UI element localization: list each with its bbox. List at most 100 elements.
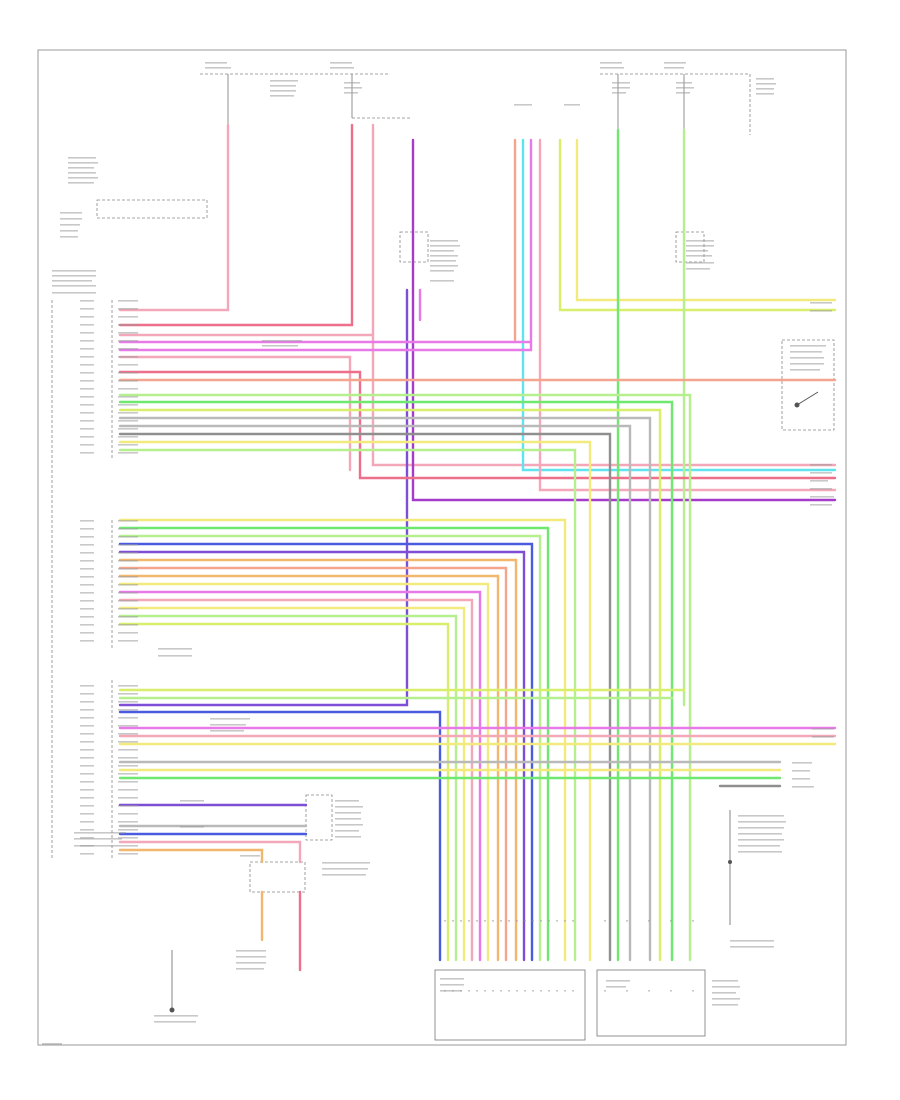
illegible-label xyxy=(80,332,94,334)
illegible-label xyxy=(548,920,550,922)
illegible-label xyxy=(792,762,812,764)
illegible-label xyxy=(730,940,774,942)
illegible-label xyxy=(430,250,454,252)
illegible-label xyxy=(686,268,710,270)
illegible-label xyxy=(738,851,782,853)
illegible-label xyxy=(68,172,96,174)
illegible-label xyxy=(118,757,138,759)
illegible-label xyxy=(80,829,94,831)
illegible-label xyxy=(52,275,96,277)
illegible-label xyxy=(60,236,78,238)
illegible-label xyxy=(80,709,94,711)
illegible-label xyxy=(210,724,246,726)
illegible-label xyxy=(118,829,138,831)
illegible-label xyxy=(738,821,786,823)
illegible-label xyxy=(80,837,94,839)
illegible-label xyxy=(460,920,462,922)
diagram-frame xyxy=(37,49,847,1046)
illegible-label xyxy=(516,990,518,992)
illegible-label xyxy=(80,749,94,751)
illegible-label xyxy=(756,78,774,80)
illegible-label xyxy=(444,920,446,922)
illegible-label xyxy=(118,805,138,807)
wire-b2-9 xyxy=(118,582,490,962)
wire-b2-8 xyxy=(118,574,500,962)
illegible-label xyxy=(810,464,832,466)
illegible-label xyxy=(756,83,776,85)
ground-right-icon xyxy=(728,810,732,925)
illegible-label xyxy=(322,862,370,864)
illegible-label xyxy=(664,62,686,64)
illegible-label xyxy=(118,552,138,554)
illegible-label xyxy=(572,920,574,922)
wire-feed-10 xyxy=(538,138,837,492)
junction-connector-right xyxy=(675,231,705,263)
illegible-label xyxy=(270,80,298,82)
illegible-label xyxy=(118,396,138,398)
illegible-label xyxy=(626,920,628,922)
illegible-label xyxy=(118,685,138,687)
illegible-label xyxy=(80,701,94,703)
illegible-label xyxy=(712,992,736,994)
illegible-label xyxy=(452,990,454,992)
wire-feed-3 xyxy=(371,123,837,467)
illegible-label xyxy=(118,584,138,586)
illegible-label xyxy=(524,990,526,992)
door-switch-icon xyxy=(794,391,819,408)
illegible-label xyxy=(118,316,138,318)
illegible-label xyxy=(344,87,362,89)
illegible-label xyxy=(118,773,138,775)
illegible-label xyxy=(492,920,494,922)
door-switch-box xyxy=(781,339,835,431)
illegible-label xyxy=(80,805,94,807)
illegible-label xyxy=(236,962,266,964)
illegible-label xyxy=(118,693,138,695)
illegible-label xyxy=(738,845,780,847)
illegible-label xyxy=(686,240,714,242)
illegible-label xyxy=(118,452,138,454)
wire-b1-8 xyxy=(118,408,662,962)
illegible-label xyxy=(118,797,138,799)
illegible-label xyxy=(118,412,138,414)
illegible-label xyxy=(118,845,138,847)
illegible-label xyxy=(68,157,96,159)
illegible-label xyxy=(564,990,566,992)
illegible-label xyxy=(330,62,352,64)
wire-b1-10 xyxy=(118,424,632,962)
wire-b1-11 xyxy=(118,432,612,962)
illegible-label xyxy=(80,773,94,775)
illegible-label xyxy=(335,830,359,832)
illegible-label xyxy=(80,733,94,735)
illegible-label xyxy=(532,920,534,922)
illegible-label xyxy=(42,1043,62,1045)
illegible-label xyxy=(80,616,94,618)
illegible-label xyxy=(118,781,138,783)
illegible-label xyxy=(335,812,361,814)
bottom-connector-left xyxy=(434,969,586,1041)
illegible-label xyxy=(68,177,98,179)
illegible-label-bars xyxy=(42,62,834,1045)
illegible-label xyxy=(210,718,250,720)
illegible-label xyxy=(712,1004,738,1006)
illegible-label xyxy=(790,369,820,371)
illegible-label xyxy=(118,436,138,438)
illegible-label xyxy=(118,853,138,855)
illegible-label xyxy=(80,608,94,610)
illegible-label xyxy=(52,292,96,294)
wire-b2-5 xyxy=(118,550,526,962)
illegible-label xyxy=(648,990,650,992)
illegible-label xyxy=(118,600,138,602)
illegible-label xyxy=(118,404,138,406)
illegible-label xyxy=(262,340,302,342)
illegible-label xyxy=(80,584,94,586)
illegible-label xyxy=(118,837,138,839)
illegible-label xyxy=(118,308,138,310)
illegible-label xyxy=(118,717,138,719)
illegible-label xyxy=(344,82,360,84)
illegible-label xyxy=(712,986,740,988)
illegible-label xyxy=(686,250,708,252)
illegible-label xyxy=(60,212,82,214)
illegible-label xyxy=(648,920,650,922)
illegible-label xyxy=(738,833,782,835)
illegible-label xyxy=(80,316,94,318)
